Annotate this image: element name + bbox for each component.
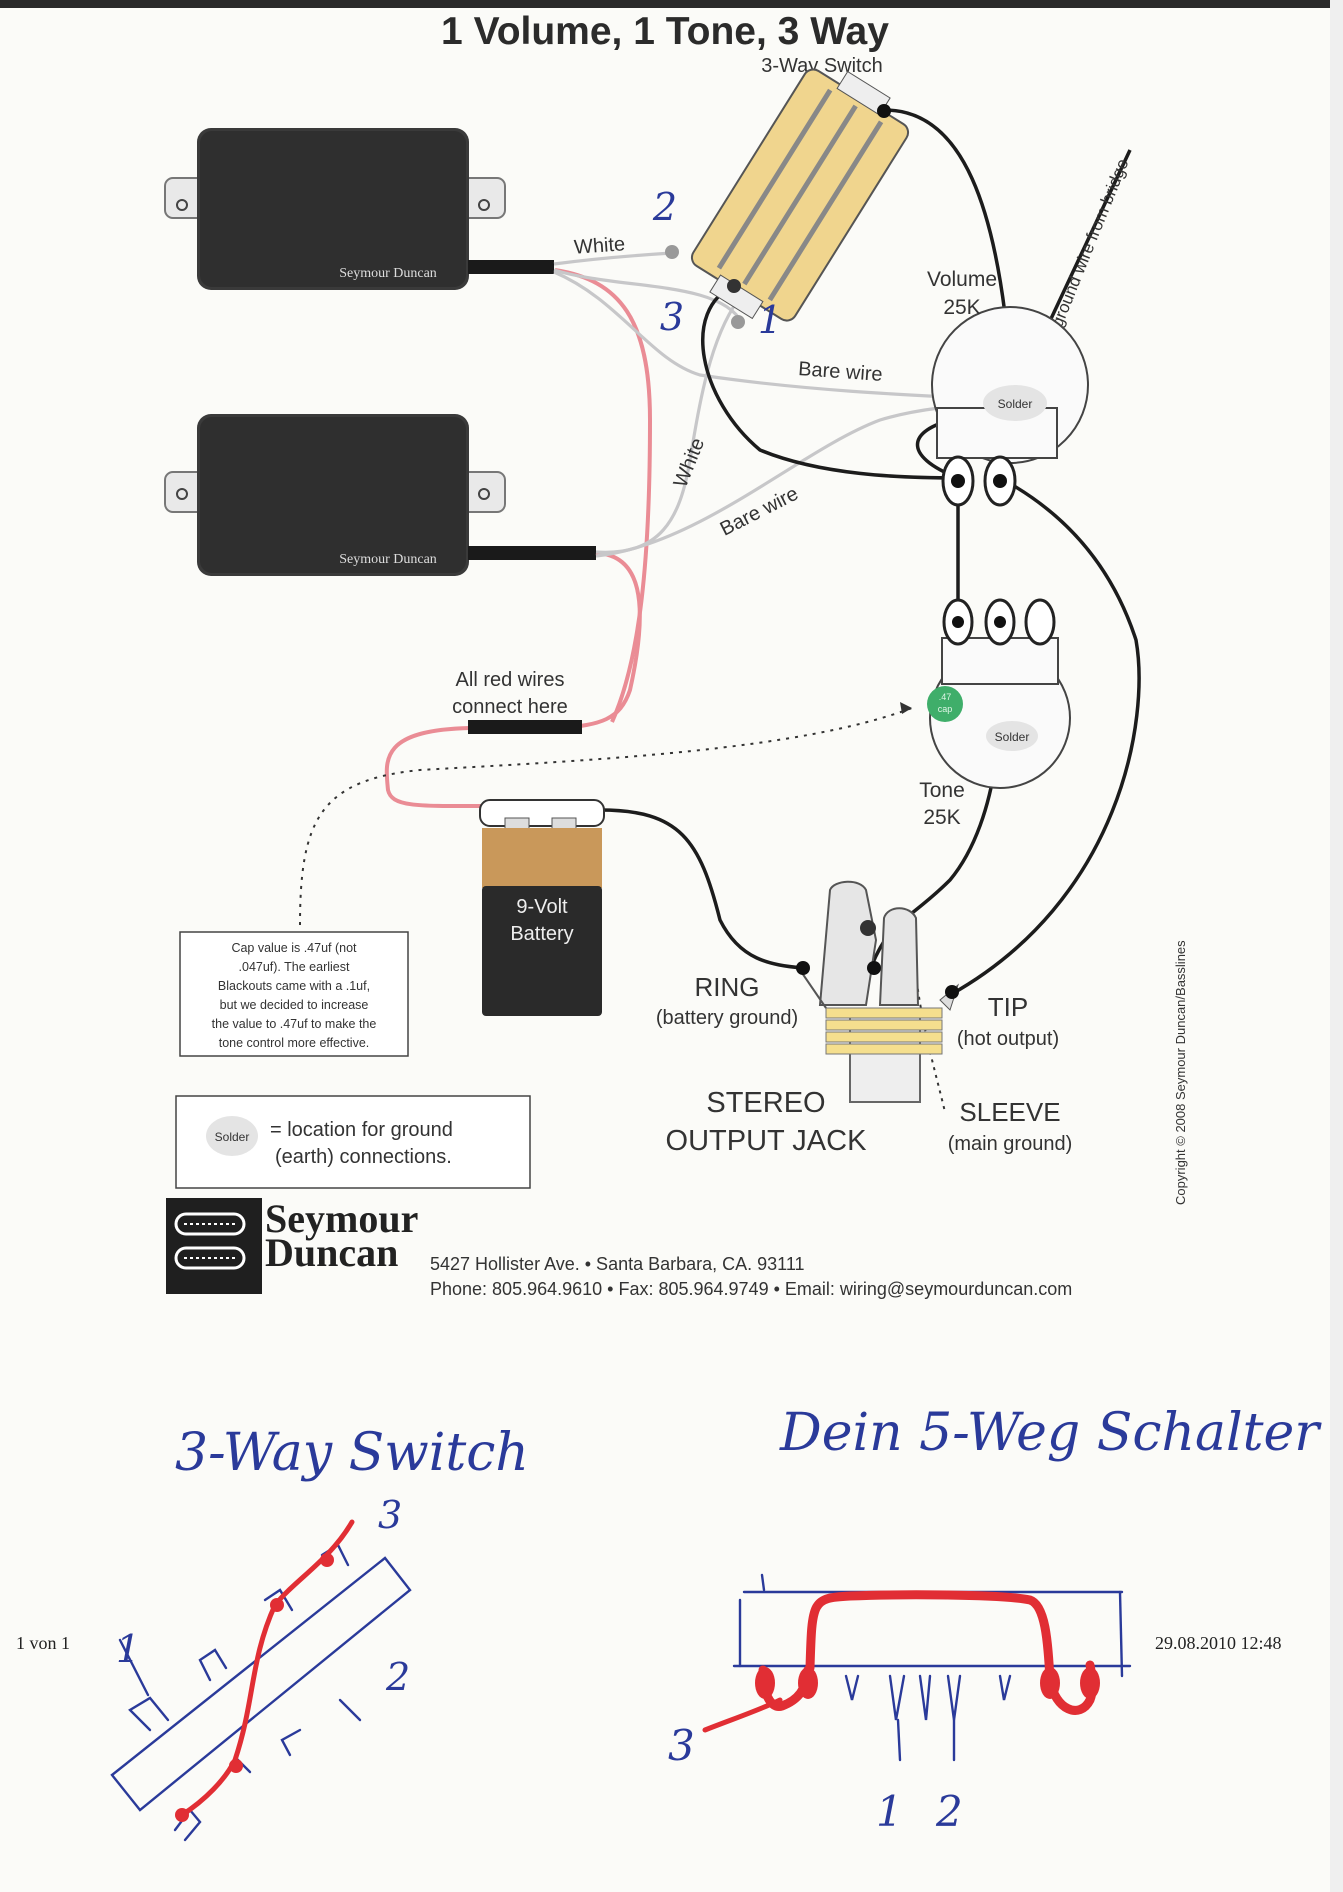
red-wire-neck bbox=[554, 268, 653, 723]
switch-out-wire bbox=[701, 283, 959, 480]
white-label-top: White bbox=[573, 233, 626, 259]
jack-sleeve: SLEEVE bbox=[959, 1097, 1060, 1127]
ground-to-sleeve-wire bbox=[949, 476, 1141, 997]
cap-note-line: Cap value is .47uf (not bbox=[231, 941, 357, 955]
bridge-pickup: Seymour Duncan bbox=[164, 414, 596, 576]
hand-right-num-2: 2 bbox=[935, 1787, 963, 1836]
battery-to-ring-wire bbox=[599, 808, 804, 970]
hand-left-num-3: 3 bbox=[378, 1493, 402, 1537]
red-junction bbox=[468, 720, 582, 734]
pickup-brand: Seymour Duncan bbox=[339, 552, 437, 567]
switch-num-3: 3 bbox=[660, 295, 684, 339]
cap-unit-text: cap bbox=[938, 704, 953, 714]
hand-left-title: 3-Way Switch bbox=[175, 1423, 529, 1483]
output-jack bbox=[796, 880, 959, 1103]
battery-line1: 9-Volt bbox=[516, 896, 568, 918]
ground-wire-label: ground wire from bridge bbox=[1047, 156, 1132, 330]
tone-value: 25K bbox=[923, 806, 960, 829]
hand-left-num-1: 1 bbox=[116, 1627, 140, 1671]
company-name-1: Seymour bbox=[265, 1196, 418, 1241]
diagram-title: 1 Volume, 1 Tone, 3 Way bbox=[441, 10, 889, 53]
red-wire-bridge bbox=[559, 551, 642, 730]
white-label-diag: White bbox=[670, 435, 710, 491]
company-address: 5427 Hollister Ave. • Santa Barbara, CA.… bbox=[430, 1254, 805, 1274]
volume-name: Volume bbox=[927, 268, 997, 291]
cap-note-line: the value to .47uf to make the bbox=[212, 1017, 377, 1031]
hand-left-num-2: 2 bbox=[385, 1655, 410, 1699]
white-wire-neck bbox=[553, 251, 673, 266]
tone-pot: Solder .47 cap bbox=[927, 598, 1071, 789]
solder-legend-line2: (earth) connections. bbox=[275, 1146, 452, 1168]
cap-pointer bbox=[299, 707, 913, 926]
white-wire-neck-2 bbox=[553, 268, 744, 324]
switch-num-2: 2 bbox=[652, 185, 677, 229]
red-wires-label-2: connect here bbox=[452, 696, 568, 718]
pickup-brand: Seymour Duncan bbox=[339, 266, 437, 281]
solder-legend: Solder = location for ground (earth) con… bbox=[175, 1095, 531, 1189]
solder-spot: Solder bbox=[998, 397, 1033, 411]
jack-ring-sub: (battery ground) bbox=[656, 1007, 798, 1029]
cap-note: Cap value is .47uf (not .047uf). The ear… bbox=[179, 931, 409, 1057]
battery: 9-Volt Battery bbox=[479, 799, 605, 1016]
seymour-duncan-logo bbox=[166, 1198, 262, 1294]
cap-note-line: .047uf). The earliest bbox=[239, 960, 350, 974]
jack-tip-sub: (hot output) bbox=[957, 1028, 1059, 1050]
arrow-head bbox=[900, 702, 912, 714]
bare-label-diag: Bare wire bbox=[717, 483, 802, 541]
jack-tip: TIP bbox=[988, 992, 1028, 1022]
cap-value-text: .47 bbox=[939, 692, 952, 702]
volume-value: 25K bbox=[943, 296, 980, 319]
print-datetime: 29.08.2010 12:48 bbox=[1155, 1633, 1282, 1653]
hand-right-num-1: 1 bbox=[876, 1787, 903, 1836]
tone-capacitor bbox=[927, 686, 963, 722]
neck-pickup: Seymour Duncan bbox=[164, 128, 554, 290]
tone-name: Tone bbox=[919, 779, 965, 802]
jack-name-2: OUTPUT JACK bbox=[666, 1125, 868, 1157]
copyright: Copyright © 2008 Seymour Duncan/Bassline… bbox=[1173, 940, 1188, 1205]
scan-border bbox=[0, 0, 1343, 8]
solder-legend-badge: Solder bbox=[215, 1130, 250, 1144]
company-name-2: Duncan bbox=[265, 1230, 398, 1275]
red-wires-label-1: All red wires bbox=[456, 669, 565, 691]
jack-ring: RING bbox=[695, 972, 760, 1002]
hand-right-title: Dein 5-Weg Schalter bbox=[779, 1403, 1322, 1463]
page-counter: 1 von 1 bbox=[16, 1633, 70, 1653]
jack-name-1: STEREO bbox=[706, 1087, 825, 1119]
red-wire-battery bbox=[384, 726, 501, 809]
tone-solder-spot: Solder bbox=[995, 730, 1030, 744]
cap-note-line: tone control more effective. bbox=[219, 1036, 370, 1050]
volume-pot: Solder bbox=[931, 306, 1089, 507]
battery-line2: Battery bbox=[510, 923, 573, 945]
solder-legend-line1: = location for ground bbox=[270, 1119, 453, 1141]
hand-3way-sketch bbox=[110, 1519, 412, 1842]
bare-wire-neck bbox=[553, 270, 1011, 402]
hand-right-num-3: 3 bbox=[668, 1721, 695, 1770]
jack-sleeve-sub: (main ground) bbox=[948, 1133, 1073, 1155]
three-way-switch bbox=[665, 68, 910, 329]
bare-label-top: Bare wire bbox=[798, 358, 884, 386]
cap-note-line: but we decided to increase bbox=[220, 998, 369, 1012]
scan-edge bbox=[1330, 0, 1343, 1892]
cap-note-line: Blackouts came with a .1uf, bbox=[218, 979, 370, 993]
switch-num-1: 1 bbox=[758, 298, 782, 342]
switch-label: 3-Way Switch bbox=[761, 55, 883, 77]
hand-5way-sketch bbox=[702, 1573, 1132, 1762]
company-contact: Phone: 805.964.9610 • Fax: 805.964.9749 … bbox=[430, 1279, 1072, 1299]
